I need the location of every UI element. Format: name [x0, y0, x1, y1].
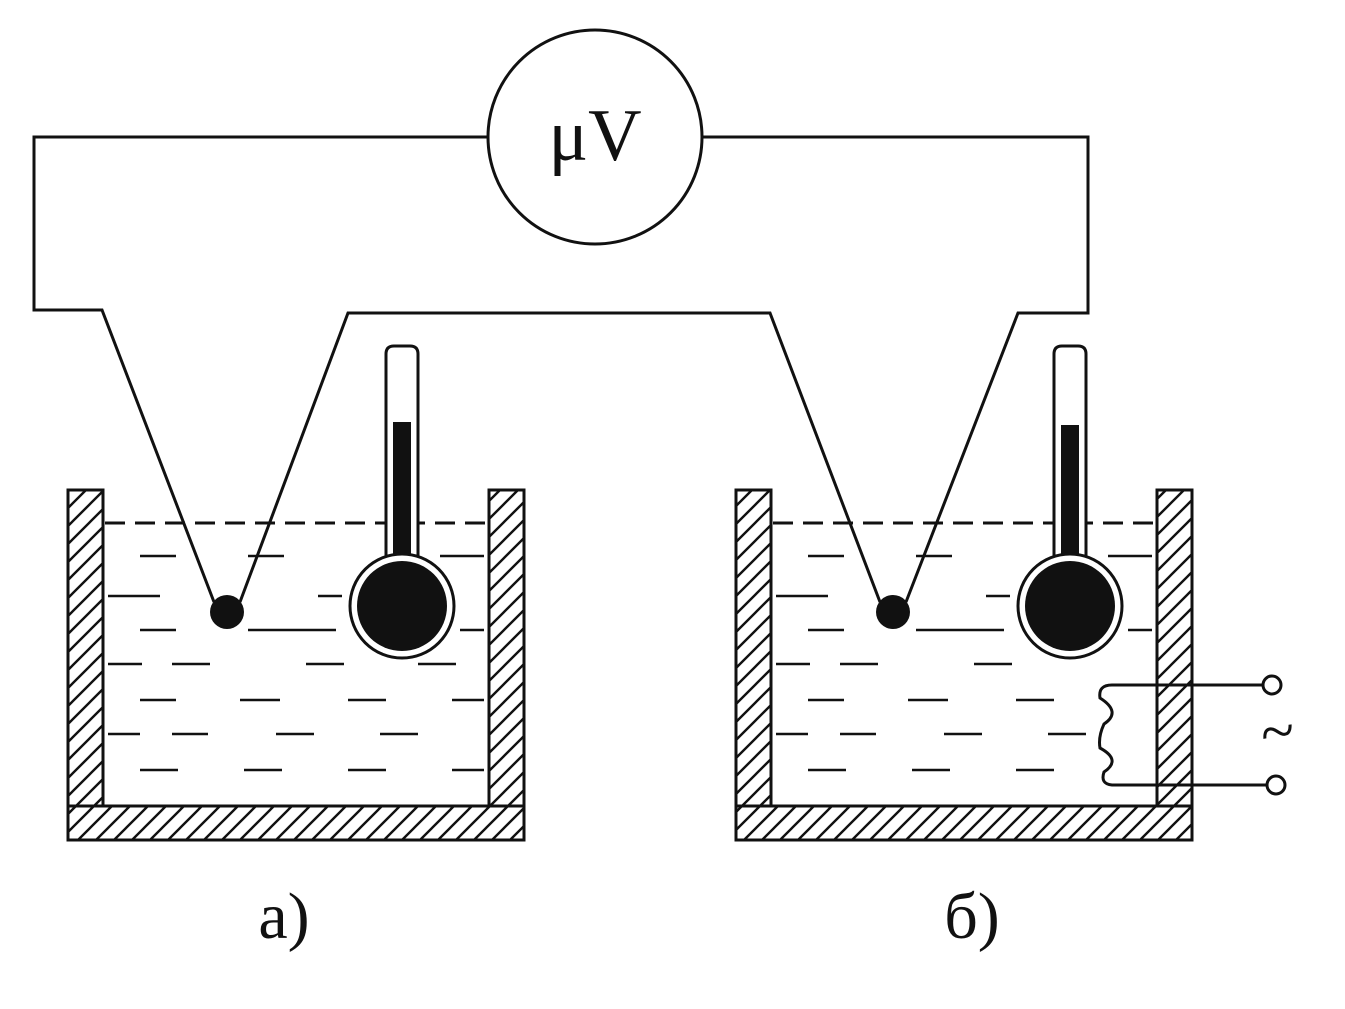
meter-label: μV: [548, 95, 641, 177]
vessel-b-walls: [734, 488, 1194, 842]
heater-ac-symbol: ~: [1256, 696, 1299, 768]
heater-coil: [1098, 674, 1287, 796]
vessel-b-junction: [876, 595, 910, 629]
wire-a-inner: [238, 311, 882, 603]
vessel-b-label: б): [944, 880, 1000, 953]
vessel-a-label: а): [258, 880, 309, 953]
wire-right-outer: [702, 135, 1090, 603]
circuit-wires: [32, 135, 1090, 603]
heater-terminal-top-icon: [1261, 674, 1283, 696]
wire-left-outer: [32, 135, 488, 603]
vessel-b-thermometer: [1016, 344, 1124, 660]
vessel-a: а): [66, 344, 526, 953]
vessel-a-walls: [66, 488, 526, 842]
vessel-a-junction: [210, 595, 244, 629]
vessel-b: ~ б): [734, 344, 1299, 953]
vessel-a-thermometer: [348, 344, 456, 660]
vessel-b-liquid: [776, 554, 1152, 772]
vessel-a-liquid: [108, 554, 484, 772]
heater-terminal-bottom-icon: [1265, 774, 1287, 796]
microvoltmeter: μV: [486, 28, 704, 246]
